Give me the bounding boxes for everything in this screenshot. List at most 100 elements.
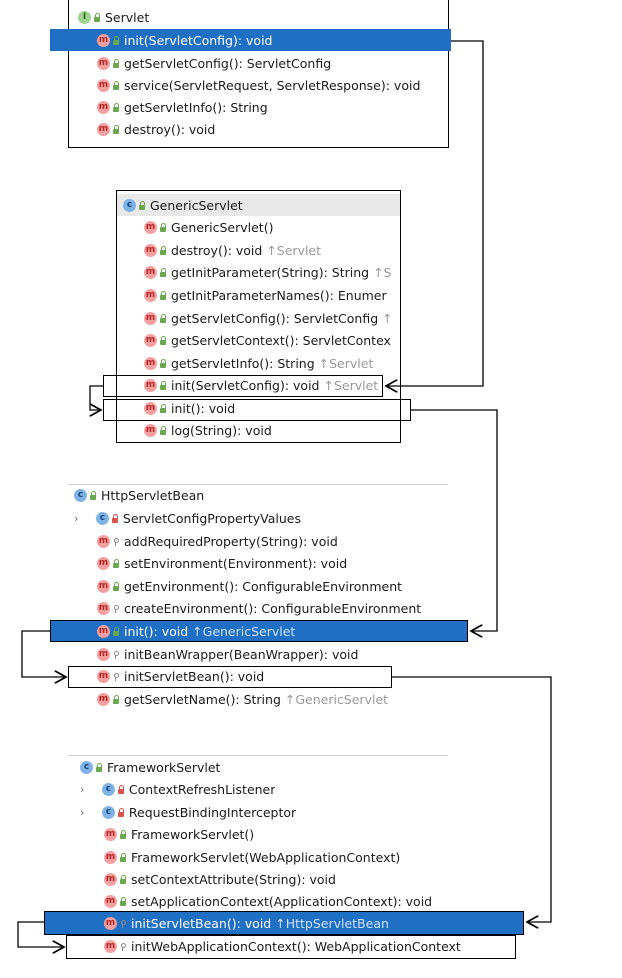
- method-label: FrameworkServlet(): [131, 826, 255, 842]
- generic-servlet-panel: c GenericServlet: [116, 190, 401, 443]
- inherited-from: ↑Servlet: [323, 377, 379, 393]
- chevron-right-icon[interactable]: ›: [74, 511, 79, 525]
- chevron-right-icon[interactable]: ›: [80, 805, 85, 819]
- http-servlet-bean-header[interactable]: c HttpServletBean: [74, 484, 204, 506]
- method-icon: m: [144, 402, 157, 415]
- method-icon: m: [97, 693, 110, 706]
- class-title: HttpServletBean: [101, 487, 205, 503]
- method-label: destroy(): void: [124, 121, 216, 137]
- method-icon: m: [144, 244, 157, 257]
- public-icon: [160, 403, 166, 413]
- public-icon: [120, 852, 126, 862]
- inner-class-label: ServletConfigPropertyValues: [122, 510, 301, 526]
- method-label: GenericServlet(): [171, 219, 274, 235]
- method-label: getServletConfig(): ServletConfig: [171, 310, 379, 326]
- class-title: Servlet: [105, 9, 150, 25]
- method-label: getServletConfig(): ServletConfig: [124, 55, 332, 71]
- flow-arrow: [21, 630, 66, 677]
- highlight-box: [103, 399, 411, 421]
- class-icon: c: [80, 761, 93, 774]
- method-icon: m: [97, 34, 110, 47]
- method-icon: m: [104, 895, 117, 908]
- protected-icon: [120, 919, 126, 928]
- public-icon: [113, 124, 119, 134]
- method-icon: m: [97, 535, 110, 548]
- method-row[interactable]: m init(): void: [144, 397, 401, 419]
- inherited-from: ↑HttpServletBean: [275, 915, 389, 931]
- protected-icon: [113, 650, 119, 659]
- method-label: init(ServletConfig): void: [171, 377, 320, 393]
- method-row[interactable]: m log(String): void: [144, 419, 401, 441]
- public-icon: [160, 358, 166, 368]
- method-label: init(): void: [171, 400, 236, 416]
- class-title: FrameworkServlet: [107, 759, 221, 775]
- method-label: getServletContext(): ServletContex: [171, 332, 391, 348]
- method-icon: m: [97, 625, 110, 638]
- class-icon: c: [123, 199, 136, 212]
- method-icon: m: [104, 940, 117, 953]
- inherited-from: ↑Servlet: [266, 242, 322, 258]
- method-icon: m: [144, 334, 157, 347]
- public-icon: [90, 490, 96, 500]
- framework-servlet-header[interactable]: c FrameworkServlet: [80, 756, 220, 778]
- method-icon: m: [104, 917, 117, 930]
- method-label: initWebApplicationContext(): WebApplicat…: [131, 938, 461, 954]
- public-icon: [113, 35, 119, 45]
- protected-icon: [120, 942, 126, 951]
- class-title: GenericServlet: [150, 197, 243, 213]
- public-icon: [113, 581, 119, 591]
- method-icon: m: [144, 424, 157, 437]
- chevron-right-icon[interactable]: ›: [80, 782, 85, 796]
- method-row[interactable]: m init(ServletConfig): void ↑Servlet: [144, 374, 401, 396]
- protected-icon: [113, 604, 119, 613]
- private-icon: [111, 513, 118, 523]
- method-row[interactable]: m initWebApplicationContext(): WebApplica…: [104, 935, 461, 957]
- method-icon: m: [144, 266, 157, 279]
- method-icon: m: [104, 873, 117, 886]
- method-row[interactable]: m init(ServletConfig): void: [50, 29, 451, 51]
- method-icon: m: [144, 379, 157, 392]
- method-icon: m: [144, 312, 157, 325]
- method-row[interactable]: m getServletContext(): ServletContex: [144, 329, 401, 351]
- method-label: log(String): void: [171, 422, 272, 438]
- method-icon: m: [144, 357, 157, 370]
- method-icon: m: [97, 79, 110, 92]
- public-icon: [120, 874, 126, 884]
- private-icon: [117, 784, 124, 794]
- public-icon: [160, 335, 166, 345]
- method-label: initServletBean(): void: [124, 668, 265, 684]
- class-icon: c: [74, 489, 87, 502]
- method-label: init(ServletConfig): void: [124, 32, 273, 48]
- generic-servlet-header[interactable]: c GenericServlet: [117, 194, 400, 216]
- method-label: setEnvironment(Environment): void: [124, 555, 348, 571]
- public-icon: [160, 380, 166, 390]
- flow-arrow: [17, 921, 64, 947]
